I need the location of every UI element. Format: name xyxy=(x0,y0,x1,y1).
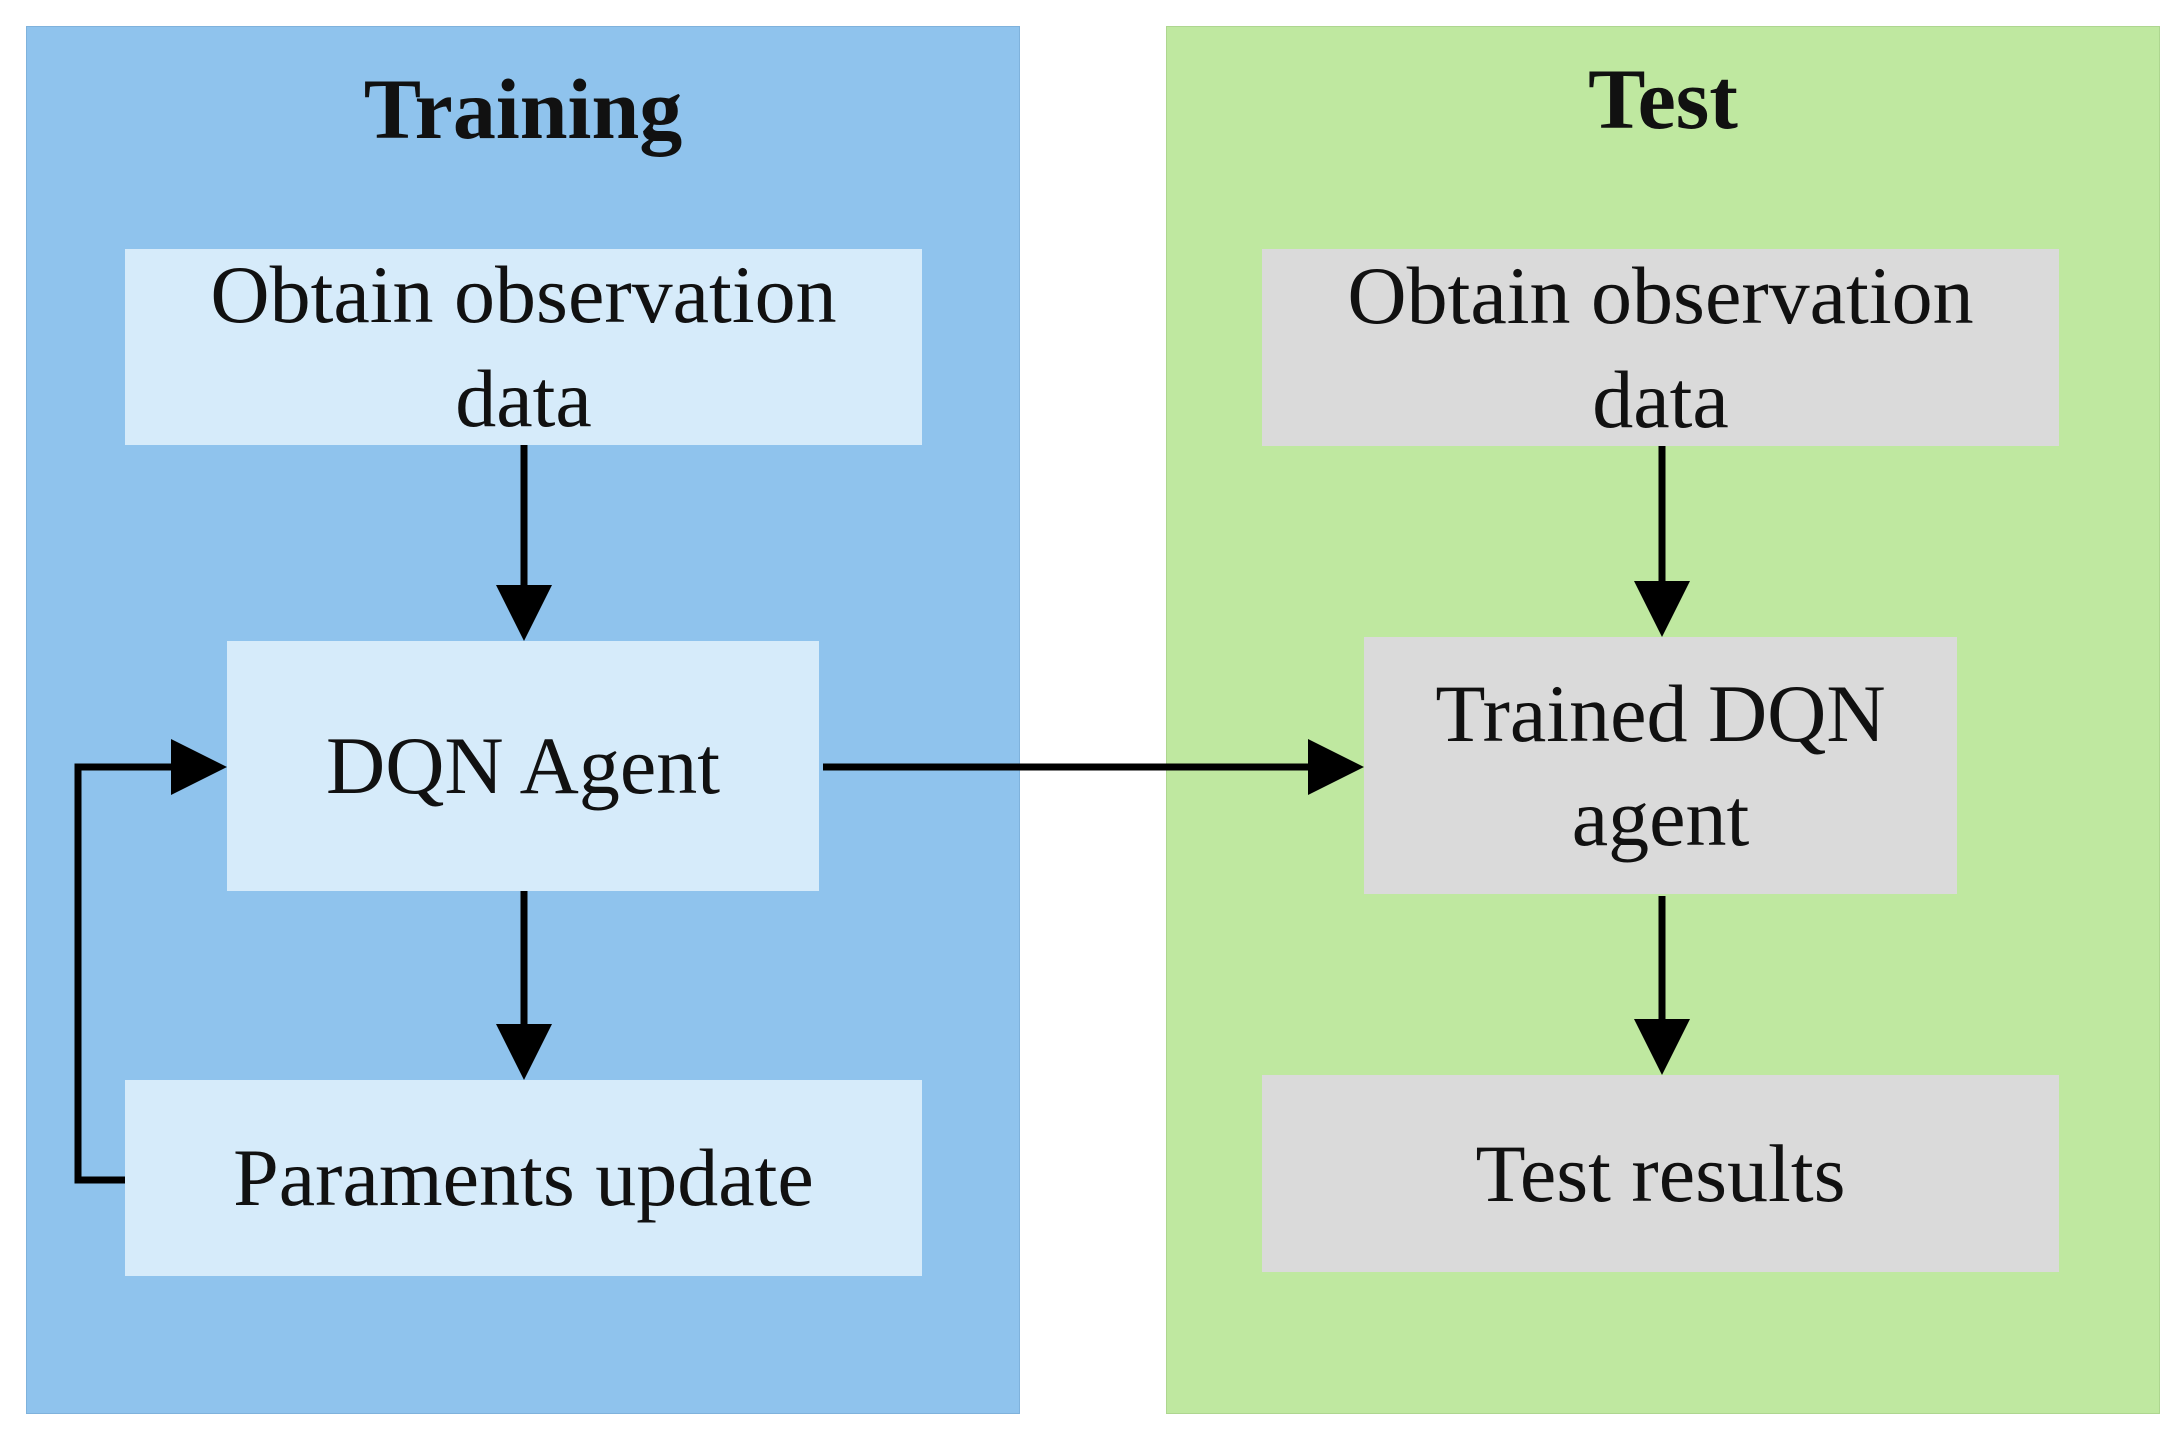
paraments-update-label: Paraments update xyxy=(233,1132,814,1223)
test-results-box: Test results xyxy=(1262,1075,2059,1272)
test-obtain-observation-box: Obtain observation data xyxy=(1262,249,2059,446)
trained-dqn-agent-label: Trained DQN agent xyxy=(1435,667,1886,863)
dqn-agent-label: DQN Agent xyxy=(325,720,721,811)
training-obtain-observation-box: Obtain observation data xyxy=(125,249,922,445)
training-obtain-observation-label: Obtain observation data xyxy=(210,249,837,444)
training-title: Training xyxy=(363,61,683,157)
dqn-agent-box: DQN Agent xyxy=(227,641,819,891)
paraments-update-box: Paraments update xyxy=(125,1080,922,1276)
test-title: Test xyxy=(1588,51,1738,147)
test-results-label: Test results xyxy=(1475,1127,1846,1219)
trained-dqn-agent-box: Trained DQN agent xyxy=(1364,637,1957,894)
test-obtain-observation-label: Obtain observation data xyxy=(1347,249,1974,445)
